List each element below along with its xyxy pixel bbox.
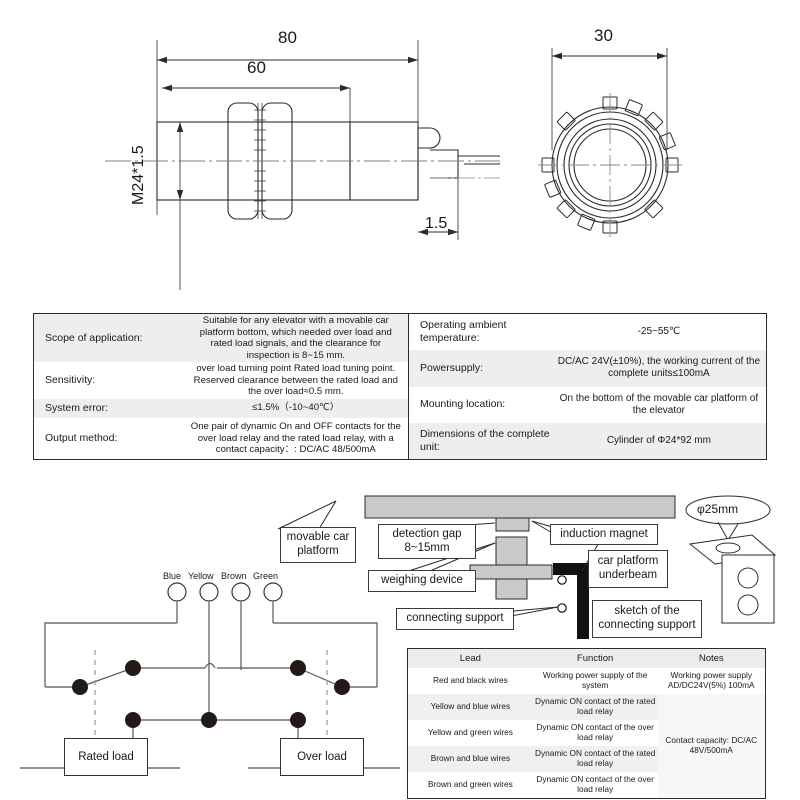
table-row: Red and black wires Working power supply…	[408, 668, 766, 694]
callout-connecting-support: connecting support	[396, 608, 514, 630]
spec-key: Dimensions of the complete unit:	[420, 428, 550, 453]
dimension-thread-length: 60	[247, 58, 266, 77]
callout-detection-gap: detection gap 8~15mm	[378, 524, 476, 559]
spec-row: Dimensions of the complete unit: Cylinde…	[409, 422, 766, 459]
cell-lead: Brown and green wires	[427, 779, 513, 790]
spec-table-left: Scope of application: Suitable for any e…	[34, 314, 409, 459]
spec-value: Suitable for any elevator with a movable…	[199, 315, 392, 361]
spec-value: ≤1.5%（-10~40℃）	[252, 402, 340, 414]
cell-function: Dynamic ON contact of the rated load rel…	[532, 746, 658, 772]
spec-row: Sensitivity: over load turning point Rat…	[34, 362, 408, 399]
spec-key: Sensitivity:	[45, 373, 96, 386]
spec-value: One pair of dynamic On and OFF contacts …	[190, 421, 401, 456]
spec-value: On the bottom of the movable car platfor…	[559, 392, 759, 416]
cell-note: Contact capacity: DC/AC 48V/500mA	[657, 694, 766, 799]
terminal-label-yellow: Yellow	[188, 571, 214, 581]
spec-value: over load turning point Rated load tunin…	[193, 363, 398, 397]
cell-function: Dynamic ON contact of the over load rela…	[536, 774, 654, 794]
callout-car-platform-underbeam: car platform underbeam	[588, 550, 668, 588]
column-header-notes: Notes	[657, 648, 766, 668]
spec-table-right: Operating ambient temperature: -25~55℃ P…	[409, 314, 766, 459]
terminal-label-brown: Brown	[221, 571, 247, 581]
cell-note: Working power supply AD/DC24V(5%) 100mA	[667, 670, 755, 690]
wiring-schematic	[20, 582, 400, 769]
cell-lead: Yellow and green wires	[427, 727, 513, 738]
spec-value: DC/AC 24V(±10%), the working current of …	[557, 356, 761, 380]
column-header-function: Function	[532, 648, 658, 668]
cell-function: Dynamic ON contact of the over load rela…	[536, 722, 654, 742]
table-row: Yellow and blue wires Dynamic ON contact…	[407, 694, 766, 799]
spec-row: Scope of application: Suitable for any e…	[34, 314, 408, 362]
connecting-support-sketch	[685, 495, 777, 624]
spec-key: Mounting location:	[420, 398, 506, 411]
table-row: Brown and green wires Dynamic ON contact…	[408, 772, 766, 799]
specification-tables: Scope of application: Suitable for any e…	[33, 313, 767, 460]
outline-drawing-end-view	[538, 48, 682, 237]
callout-sketch-of-connecting-support: sketch of the connecting support	[592, 600, 702, 638]
spec-row: Mounting location: On the bottom of the …	[409, 387, 766, 423]
dimension-overall-length: 80	[278, 28, 297, 47]
cell-lead: Red and black wires	[433, 675, 508, 686]
thread-spec-label: M24*1.5	[130, 145, 147, 205]
dimension-end-view-width: 30	[594, 26, 613, 45]
terminal-label-green: Green	[253, 571, 279, 581]
spec-key: Powersupply:	[420, 361, 484, 374]
spec-value: -25~55℃	[637, 326, 681, 338]
callout-movable-car-platform: movable car platform	[280, 527, 356, 563]
cell-lead: Brown and blue wires	[407, 746, 533, 772]
cell-lead: Yellow and blue wires	[407, 694, 533, 720]
diameter-bubble-label: φ25mm	[697, 502, 739, 516]
spec-row: Output method: One pair of dynamic On an…	[34, 418, 408, 459]
over-load-box: Over load	[280, 738, 364, 776]
spec-row: System error: ≤1.5%（-10~40℃）	[34, 398, 408, 418]
callout-induction-magnet: induction magnet	[550, 524, 658, 545]
spec-key: Output method:	[45, 432, 118, 445]
column-header-lead: Lead	[407, 648, 533, 668]
spec-key: System error:	[45, 401, 109, 414]
table-row: Yellow and green wires Dynamic ON contac…	[408, 720, 766, 746]
terminal-label-blue: Blue	[163, 571, 182, 581]
spec-row: Powersupply: DC/AC 24V(±10%), the workin…	[409, 350, 766, 387]
table-row: Brown and blue wires Dynamic ON contact …	[407, 746, 766, 772]
spec-key: Operating ambient temperature:	[420, 319, 507, 345]
cell-function: Dynamic ON contact of the rated load rel…	[532, 694, 658, 720]
spec-value: Cylinder of Φ24*92 mm	[606, 434, 711, 446]
callout-weighing-device: weighing device	[368, 570, 476, 592]
outline-drawing-side-view	[105, 40, 500, 290]
dimension-cable-offset: 1.5	[425, 215, 448, 232]
cell-function: Working power supply of the system	[542, 670, 648, 690]
lead-function-table: Lead Function Notes Red and black wires …	[407, 648, 766, 799]
rated-load-box: Rated load	[64, 738, 148, 776]
table-header-row: Lead Function Notes	[407, 648, 766, 668]
spec-key: Scope of application:	[45, 331, 143, 344]
spec-row: Operating ambient temperature: -25~55℃	[409, 314, 766, 350]
